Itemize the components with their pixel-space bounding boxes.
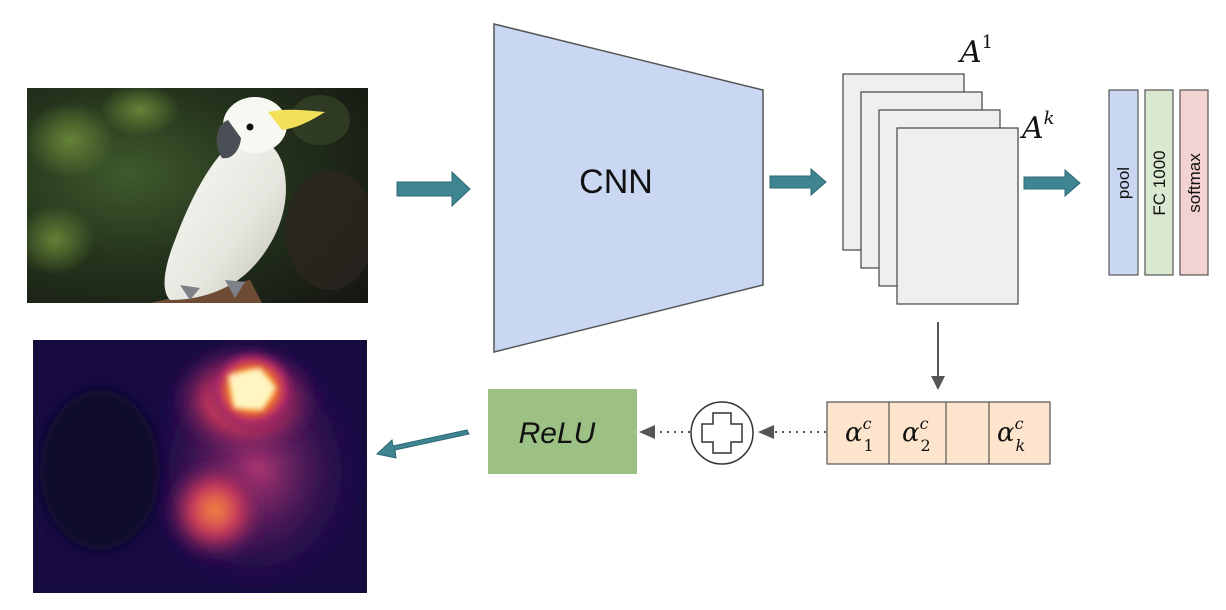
cnn-block [493,23,764,353]
pool-label: pool [1114,167,1133,199]
head-layers: pool FC 1000 softmax [1108,89,1209,276]
arrow-sum-to-relu [639,425,690,439]
fc-layer [1144,89,1174,276]
arrow-relu-to-heatmap [375,429,470,459]
arrow-input-to-cnn [396,170,471,208]
relu-label: ReLU [519,417,596,450]
pool-layer [1108,89,1139,276]
arrow-weights-to-sum [758,425,826,439]
cnn-label: CNN [579,163,653,201]
arrow-features-to-weights [931,322,945,390]
relu-block [488,389,637,474]
softmax-label: softmax [1185,153,1204,213]
arrow-cnn-to-features [769,167,827,197]
feature-map-first-label: A1 [957,32,993,70]
feature-map-last-label: Ak [1019,108,1055,146]
heatmap-image [33,340,367,593]
input-photo [27,88,368,303]
sum-node [690,401,754,465]
arrow-features-to-head [1023,168,1081,198]
fc-label: FC 1000 [1150,150,1169,215]
feature-map [896,127,1019,305]
feature-map-stack [842,73,1019,305]
softmax-layer [1179,89,1209,276]
